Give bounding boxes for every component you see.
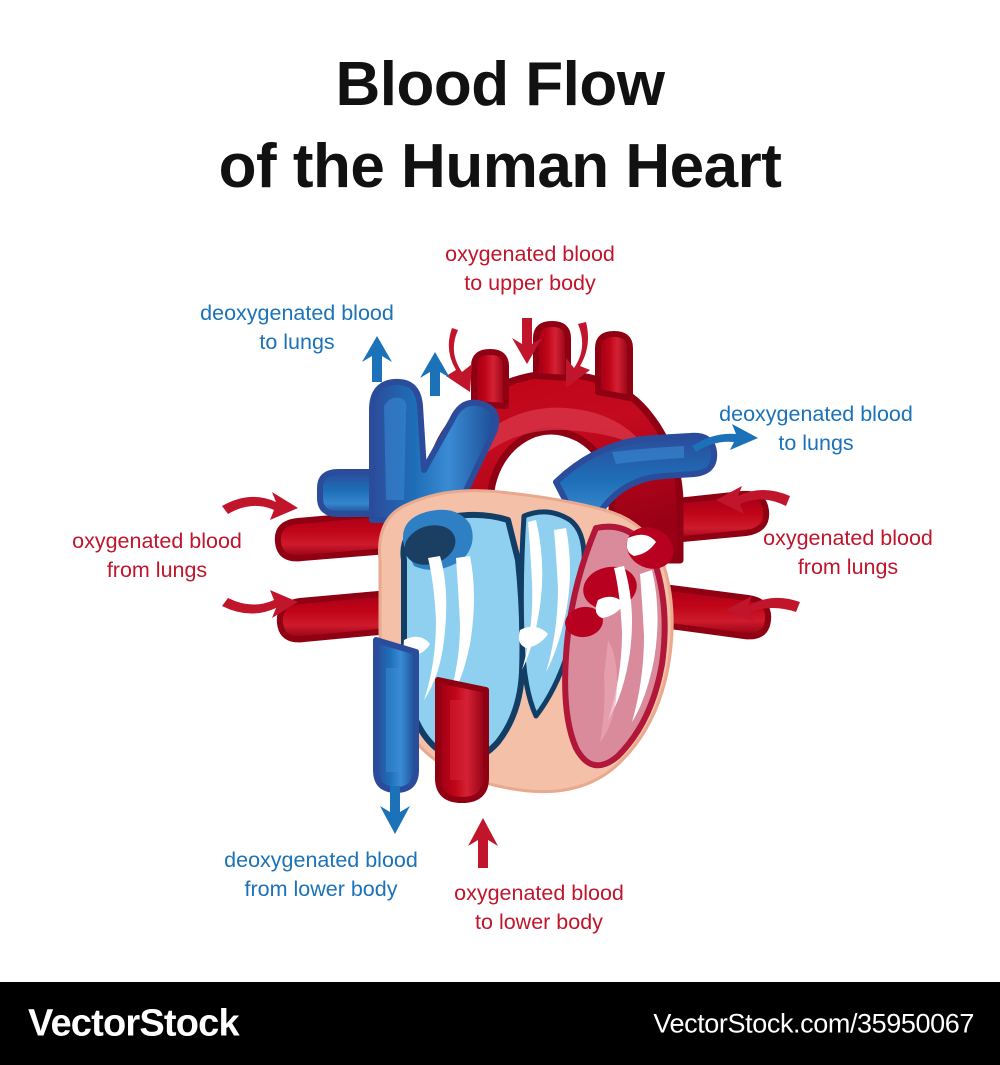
label-line-1: oxygenated blood (72, 529, 242, 553)
label-line-1: oxygenated blood (763, 526, 933, 550)
watermark-bar: VectorStock VectorStock.com/35950067 (0, 982, 1000, 1065)
inferior-vena-cava (373, 637, 419, 793)
left-heart-chambers (562, 523, 674, 769)
arrow-deoxy-lungs-left-1 (362, 336, 392, 382)
label-line-2: to lungs (778, 430, 854, 455)
label-deoxygenated-from-lower-body: deoxygenated blood from lower body (213, 846, 429, 903)
label-line-2: from lungs (106, 557, 208, 582)
label-line-1: oxygenated blood (454, 881, 624, 905)
arrow-oxy-lower (468, 818, 498, 868)
title-line-2: of the Human Heart (218, 132, 782, 202)
arrow-deoxy-lungs-right (692, 424, 758, 452)
right-heart-chambers (400, 509, 526, 763)
arrow-oxy-upper-3 (566, 322, 590, 388)
pulmonary-veins-left (274, 509, 403, 643)
arrow-deoxy-lungs-left-2 (420, 352, 450, 396)
label-deoxygenated-to-lungs-left: deoxygenated blood to lungs (186, 299, 408, 356)
arrow-oxy-from-lungs-right-2 (726, 596, 800, 622)
arrow-oxy-from-lungs-right-1 (716, 486, 790, 514)
label-line-1: deoxygenated blood (200, 301, 394, 325)
label-oxygenated-to-lower-body: oxygenated blood to lower body (444, 879, 634, 936)
label-oxygenated-from-lungs-left: oxygenated blood from lungs (62, 527, 252, 584)
label-line-2: from lower body (244, 876, 398, 901)
arrow-deoxy-lower (380, 786, 410, 834)
descending-aorta (435, 677, 489, 803)
label-oxygenated-to-upper-body: oxygenated blood to upper body (430, 240, 630, 297)
superior-vena-cava (369, 378, 500, 523)
watermark-url: VectorStock.com/35950067 (653, 1008, 974, 1038)
label-line-2: to lower body (475, 909, 603, 934)
arrow-oxy-from-lungs-left-1 (222, 492, 298, 520)
label-line-2: to lungs (259, 329, 335, 354)
arrow-oxy-upper-2 (512, 318, 542, 364)
arrow-oxy-from-lungs-left-2 (222, 590, 298, 618)
label-oxygenated-from-lungs-right: oxygenated blood from lungs (752, 524, 944, 581)
page-title: Blood Flow of the Human Heart (0, 44, 1000, 209)
label-line-2: to upper body (464, 270, 596, 295)
label-line-1: deoxygenated blood (224, 848, 418, 872)
watermark-logo: VectorStock (28, 1002, 240, 1044)
arrow-oxy-upper-1 (446, 328, 472, 392)
label-line-2: from lungs (797, 554, 899, 579)
heart-diagram: oxygenated blood to upper body deoxygena… (62, 240, 944, 936)
title-line-1: Blood Flow (335, 50, 665, 119)
label-line-1: oxygenated blood (445, 242, 615, 266)
heart-illustration (222, 318, 800, 868)
label-line-1: deoxygenated blood (719, 402, 913, 426)
label-deoxygenated-to-lungs-right: deoxygenated blood to lungs (708, 400, 924, 457)
